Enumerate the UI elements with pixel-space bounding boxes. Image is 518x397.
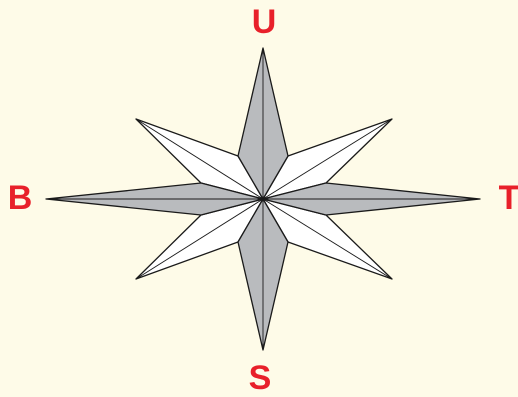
label-west: B bbox=[0, 181, 40, 215]
label-south: S bbox=[240, 361, 280, 395]
label-east: T bbox=[489, 181, 518, 215]
compass-star bbox=[46, 48, 480, 350]
label-north: U bbox=[244, 5, 284, 39]
